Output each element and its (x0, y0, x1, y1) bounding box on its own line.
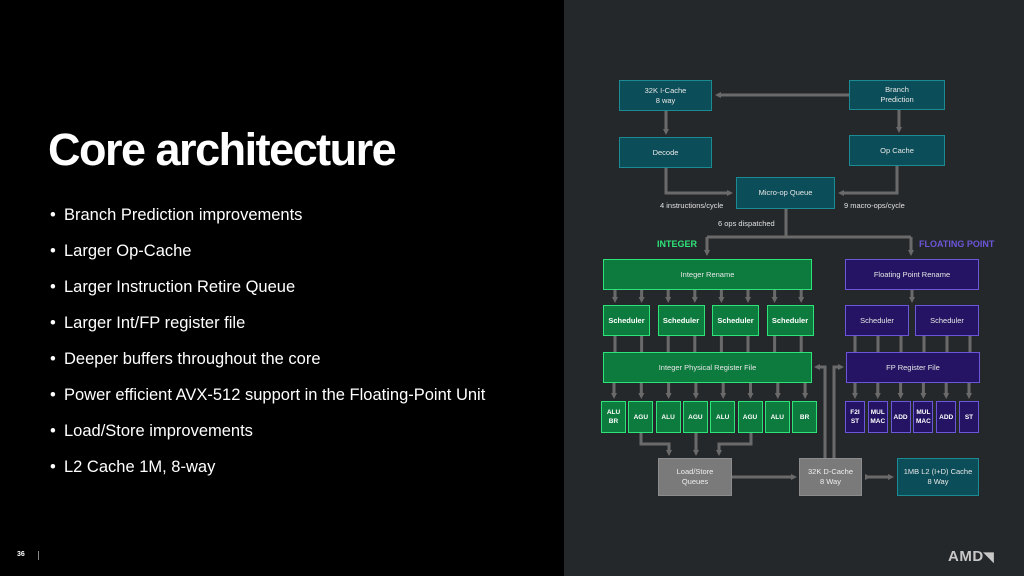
integer-execution-unit: AGU (737, 401, 763, 433)
integer-execution-unit: ALU (710, 401, 736, 433)
fp-rename-box: Floating Point Rename (845, 259, 979, 290)
fp-scheduler-box: Scheduler (845, 305, 909, 336)
bullet-icon: • (50, 314, 56, 332)
fp-execution-unit: ADD (936, 401, 957, 433)
bullet-item: • Load/Store improvements (48, 419, 485, 455)
integer-scheduler-box: Scheduler (712, 305, 759, 336)
dcache-to-fp-rf-wire (832, 364, 844, 458)
bullet-icon: • (50, 386, 56, 404)
fp-execution-unit: ST (959, 401, 979, 433)
bullet-icon: • (50, 206, 56, 224)
bullet-text: L2 Cache 1M, 8-way (64, 458, 216, 476)
fp-execution-unit: ADD (890, 401, 911, 433)
bullet-icon: • (50, 278, 56, 296)
bullet-text: Larger Op-Cache (64, 242, 192, 260)
op-cache-box: Op Cache (849, 135, 945, 166)
bullet-item: • Deeper buffers throughout the core (48, 347, 485, 383)
integer-scheduler-box: Scheduler (657, 305, 705, 336)
bullet-item: • Branch Prediction improvements (48, 203, 485, 239)
bullet-icon: • (50, 242, 56, 260)
integer-scheduler-box: Scheduler (603, 305, 650, 336)
bullet-text: Load/Store improvements (64, 422, 253, 440)
bullet-text: Deeper buffers throughout the core (64, 350, 321, 368)
bullet-list: • Branch Prediction improvements • Larger … (48, 203, 485, 491)
bullet-item: • Power efficient AVX-512 support in the … (48, 383, 485, 419)
dcache-to-int-prf-wire (814, 364, 827, 458)
decode-to-queue-wire (664, 168, 733, 196)
decode-box: Decode (619, 137, 712, 168)
slide-title: Core architecture (48, 124, 397, 175)
text-panel: Core architecture • Branch Prediction imp… (17, 124, 486, 560)
fp-scheduler-box: Scheduler (915, 305, 979, 336)
bullet-item: • Larger Int/FP register file (48, 311, 485, 347)
integer-execution-unit: AGU (628, 401, 654, 433)
amd-logo: AMD◥ (948, 548, 995, 565)
integer-execution-unit: BR (792, 401, 818, 433)
bullet-icon: • (50, 350, 56, 368)
integer-scheduler-box: Scheduler (766, 305, 814, 336)
decode-rate-label: 4 instructions/cycle (660, 201, 724, 210)
integer-register-file-box: Integer Physical Register File (603, 352, 812, 383)
dispatch-label: 6 ops dispatched (718, 219, 775, 228)
bullet-item: • Larger Instruction Retire Queue (48, 275, 485, 311)
page-number: 36 (17, 551, 25, 558)
integer-execution-unit: AGU (682, 401, 708, 433)
page-number-divider (38, 551, 39, 560)
bullet-text: Power efficient AVX-512 support in the F… (64, 386, 486, 404)
fp-register-file-box: FP Register File (846, 352, 980, 383)
bullet-text: Branch Prediction improvements (64, 206, 303, 224)
bullet-icon: • (50, 422, 56, 440)
bullet-text: Larger Int/FP register file (64, 314, 246, 332)
amd-arrow-icon: ◥ (983, 549, 995, 564)
opcache-to-queue-wire (838, 166, 899, 196)
integer-execution-unit: ALU (764, 401, 790, 433)
integer-section-label: INTEGER (657, 239, 698, 249)
integer-rename-box: Integer Rename (603, 259, 812, 290)
bullet-text: Larger Instruction Retire Queue (64, 278, 296, 296)
bullet-item: • L2 Cache 1M, 8-way (48, 455, 485, 491)
bullet-item: • Larger Op-Cache (48, 239, 485, 275)
opcache-rate-label: 9 macro-ops/cycle (844, 201, 905, 210)
micro-op-queue-box: Micro-op Queue (736, 177, 835, 209)
integer-execution-unit: ALU (655, 401, 681, 433)
agu-to-lsq-wire (639, 433, 672, 456)
agu-to-lsq-wire (716, 433, 753, 456)
bullet-icon: • (50, 458, 56, 476)
fp-section-label: FLOATING POINT (919, 239, 995, 249)
